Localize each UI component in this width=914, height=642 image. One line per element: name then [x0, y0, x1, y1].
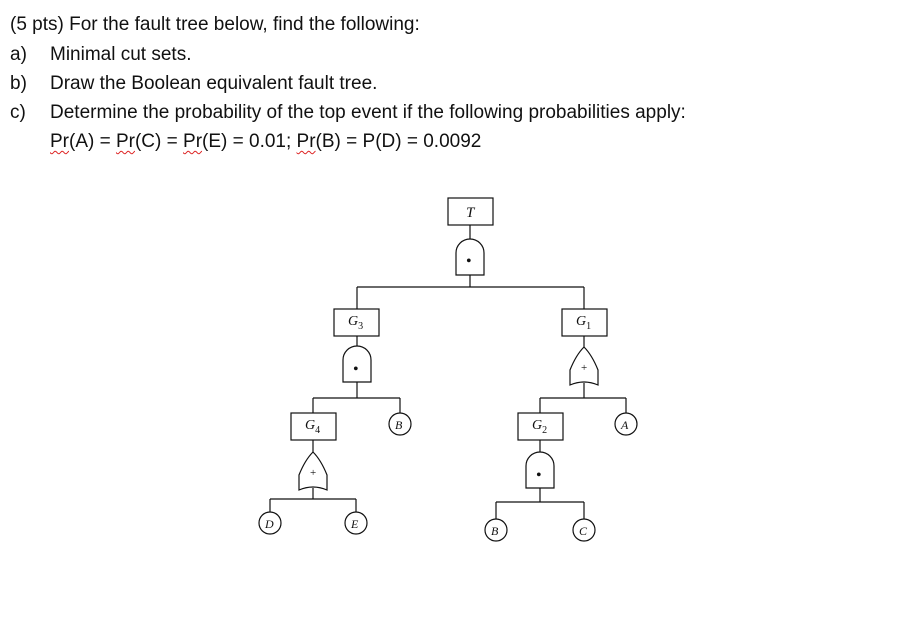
prob-text-2: (C) =: [134, 131, 184, 152]
basic-event-b-2: B: [484, 518, 508, 542]
g1-label: G: [576, 314, 586, 329]
gate-g4-box: G4: [290, 412, 337, 441]
pr-b: Pr: [296, 131, 316, 152]
g2-sub: 2: [542, 425, 547, 436]
basic-event-c: C: [572, 518, 596, 542]
question-header: (5 pts) For the fault tree below, find t…: [10, 14, 420, 35]
pr-e: Pr: [183, 131, 203, 152]
g1-or-gate: +: [569, 346, 599, 386]
g4-or-gate: +: [298, 451, 328, 491]
item-text-a: Minimal cut sets.: [50, 44, 192, 65]
g4-label: G: [305, 418, 315, 433]
event-b-label: B: [395, 418, 403, 432]
basic-event-d: D: [258, 511, 282, 535]
question-item-c: c) Determine the probability of the top e…: [10, 102, 686, 124]
g2-and-gate: •: [525, 451, 555, 489]
item-text-c: Determine the probability of the top eve…: [50, 102, 686, 123]
g3-and-gate: •: [342, 345, 372, 383]
basic-event-b-1: B: [388, 412, 412, 436]
event-a-label: A: [620, 418, 629, 432]
event-c-label: C: [579, 524, 588, 538]
g3-label: G: [348, 314, 358, 329]
and-symbol: •: [466, 253, 472, 270]
prob-text-1: (A) =: [69, 131, 116, 152]
or-symbol: +: [581, 362, 587, 374]
item-text-b: Draw the Boolean equivalent fault tree.: [50, 73, 378, 94]
probability-line: Pr(A) = Pr(C) = Pr(E) = 0.01; Pr(B) = P(…: [50, 131, 481, 153]
question-item-b: b) Draw the Boolean equivalent fault tree…: [10, 73, 377, 95]
pr-a: Pr: [50, 131, 69, 152]
gate-g2-box: G2: [517, 412, 564, 441]
top-event: T: [447, 197, 494, 226]
g4-sub: 4: [315, 425, 320, 436]
top-and-gate: •: [455, 238, 485, 276]
event-b-label: B: [491, 524, 499, 538]
gate-g1-box: G1: [561, 308, 608, 337]
g2-label: G: [532, 418, 542, 433]
svg-text:G2: G2: [532, 418, 547, 436]
item-label-c: c): [10, 102, 26, 123]
event-e-label: E: [350, 517, 359, 531]
g1-sub: 1: [586, 321, 591, 332]
basic-event-e: E: [344, 511, 368, 535]
item-label-a: a): [10, 44, 27, 65]
pr-c: Pr: [115, 131, 135, 152]
gate-g3-box: G3: [333, 308, 380, 337]
question-item-a: a) Minimal cut sets.: [10, 44, 191, 66]
prob-text-4: (B) = P(D) = 0.0092: [315, 131, 482, 152]
top-event-label: T: [466, 205, 476, 221]
item-label-b: b): [10, 73, 27, 94]
event-d-label: D: [264, 517, 274, 531]
g3-sub: 3: [358, 321, 363, 332]
svg-text:G4: G4: [305, 418, 320, 436]
and-symbol: •: [353, 361, 359, 378]
and-symbol: •: [536, 467, 542, 484]
or-symbol: +: [310, 467, 316, 479]
prob-text-3: (E) = 0.01;: [202, 131, 297, 152]
svg-text:G1: G1: [576, 314, 591, 332]
basic-event-a: A: [614, 412, 638, 436]
svg-text:G3: G3: [348, 314, 363, 332]
